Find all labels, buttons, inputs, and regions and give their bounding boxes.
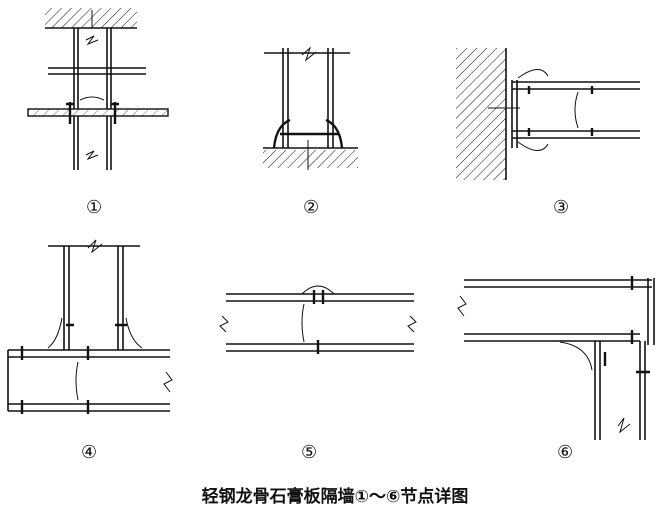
break-mark [85, 35, 99, 46]
floor-slab-hatch [263, 150, 358, 168]
screw [527, 86, 594, 136]
screw [20, 323, 127, 414]
joint-line [301, 303, 305, 343]
corner-sealant [559, 341, 593, 371]
detail-6-label: ⑥ [557, 442, 573, 463]
skirting-right [325, 118, 344, 149]
figure-caption: 轻钢龙骨石膏板隔墙①～⑥节点详图 [202, 486, 469, 507]
break-mark [87, 239, 103, 254]
detail-2-drawing [263, 46, 358, 170]
detail-3-label: ③ [553, 197, 569, 218]
joint-line [574, 91, 579, 129]
sealant-right [125, 317, 143, 349]
screw [603, 276, 650, 374]
break-mark [301, 46, 317, 62]
joint-line [75, 361, 79, 401]
detail-6-drawing [457, 276, 655, 440]
detail-5-label: ⑤ [301, 442, 317, 463]
skirting-left [272, 118, 291, 149]
detail-4-drawing [7, 239, 173, 414]
break-mark [617, 417, 631, 434]
joint-tape [301, 285, 335, 295]
ceiling-clip [66, 102, 119, 124]
wall-hatch [456, 48, 506, 180]
detail-5-drawing [219, 285, 417, 354]
sealant [517, 69, 549, 79]
detail-1-label: ① [86, 197, 102, 218]
detail-2-label: ② [303, 197, 319, 218]
sealant-left [47, 317, 63, 349]
screw [312, 290, 325, 354]
detail-1-drawing [27, 8, 169, 170]
detail-4-label: ④ [81, 442, 97, 463]
detail-3-drawing [456, 48, 640, 180]
ceiling-slab-hatch [45, 8, 137, 28]
